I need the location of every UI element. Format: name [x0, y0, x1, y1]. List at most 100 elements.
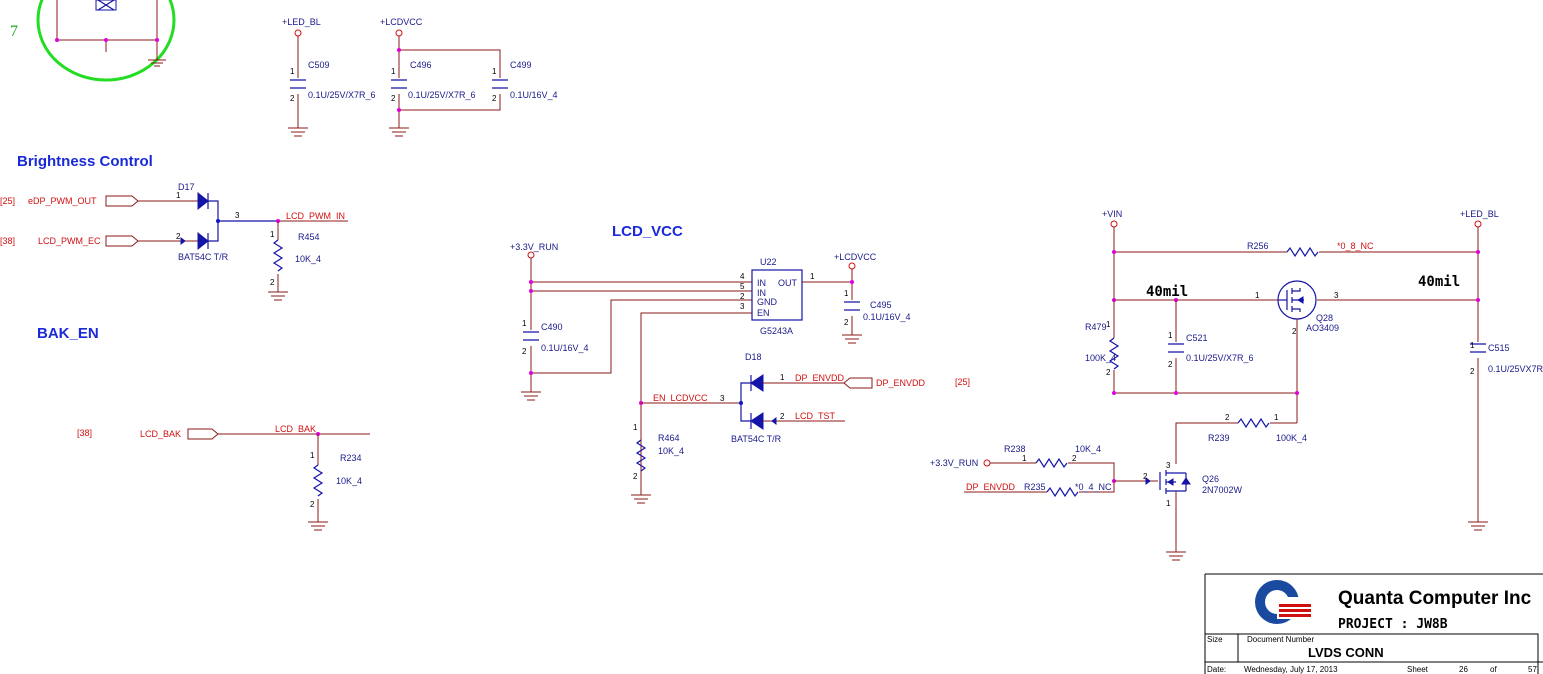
dp-envdd-port-label: DP_ENVDD: [876, 378, 926, 388]
svg-text:1: 1: [1168, 331, 1173, 340]
svg-text:1: 1: [844, 289, 849, 298]
lcd-vcc-header: LCD_VCC: [612, 223, 683, 240]
svg-text:2: 2: [1225, 413, 1230, 422]
edp-pwm-out-label: eDP_PWM_OUT: [28, 196, 97, 206]
svg-text:2: 2: [1072, 454, 1077, 463]
c515-value: 0.1U/25VX7R: [1488, 364, 1543, 374]
lcd-tst-net: LCD_TST: [795, 411, 836, 421]
svg-text:2: 2: [176, 232, 181, 241]
led-bl-right-label: +LED_BL: [1460, 209, 1499, 219]
r238-value: 10K_4: [1075, 444, 1101, 454]
lcdvcc-top-label: +LCDVCC: [380, 17, 423, 27]
svg-text:1: 1: [633, 423, 638, 432]
svg-text:2: 2: [492, 94, 497, 103]
lcd-bak-net: LCD_BAK: [275, 424, 316, 434]
lcd-pwm-ec-label: LCD_PWM_EC: [38, 236, 101, 246]
lcd-pwm-page-ref: [38]: [0, 236, 15, 246]
svg-text:1: 1: [1106, 320, 1111, 329]
lcd-pwm-in-net: LCD_PWM_IN: [286, 211, 345, 221]
svg-text:2: 2: [1168, 360, 1173, 369]
r464-value: 10K_4: [658, 446, 684, 456]
svg-text:2: 2: [1106, 368, 1111, 377]
v33-run-right-label: +3.3V_RUN: [930, 458, 978, 468]
svg-text:2: 2: [1470, 367, 1475, 376]
edp-page-ref: [25]: [0, 196, 15, 206]
c496-value: 0.1U/25V/X7R_6: [408, 90, 476, 100]
dp-envdd-q-net: DP_ENVDD: [966, 482, 1016, 492]
company-name: Quanta Computer Inc: [1338, 588, 1532, 609]
lcd-vcc-circuit: +3.3V_RUN 1 2 C490 0.1U/16V_4 U22 IN IN …: [510, 242, 970, 504]
c509-ref: C509: [308, 60, 330, 70]
svg-text:1: 1: [176, 191, 181, 200]
u22-part: G5243A: [760, 326, 793, 336]
v33-run-mid-label: +3.3V_RUN: [510, 242, 558, 252]
svg-text:2: 2: [740, 292, 745, 301]
r238-ref: R238: [1004, 444, 1026, 454]
svg-text:3: 3: [740, 302, 745, 311]
svg-text:4: 4: [740, 272, 745, 281]
c515-ref: C515: [1488, 343, 1510, 353]
size-label: Size: [1207, 635, 1223, 644]
of-label: of: [1490, 665, 1497, 674]
u22-pin-out: OUT: [778, 278, 798, 288]
c509-value: 0.1U/25V/X7R_6: [308, 90, 376, 100]
brightness-circuit: [25] eDP_PWM_OUT [38] LCD_PWM_EC D17 1 2…: [0, 182, 348, 301]
r239-ref: R239: [1208, 433, 1230, 443]
svg-text:2: 2: [633, 472, 638, 481]
svg-text:1: 1: [522, 319, 527, 328]
backlight-switch-circuit: +VIN +LED_BL R256 *0_8_NC 40mil 40mil 1 …: [930, 209, 1543, 561]
d17-diode-b: [197, 231, 209, 251]
connector-pins: [95, 0, 117, 11]
c499-ref: C499: [510, 60, 532, 70]
svg-text:1: 1: [290, 67, 295, 76]
dp-page-ref: [25]: [955, 377, 970, 387]
dp-envdd-port: [843, 377, 873, 389]
svg-text:2: 2: [290, 94, 295, 103]
u22-pin-in2: IN: [757, 288, 766, 298]
q28-part: AO3409: [1306, 323, 1339, 333]
svg-text:3: 3: [235, 211, 240, 220]
vin-label: +VIN: [1102, 209, 1122, 219]
margin-number: 7: [10, 23, 18, 40]
date-value: Wednesday, July 17, 2013: [1244, 665, 1338, 674]
svg-text:2: 2: [270, 278, 275, 287]
r234-ref: R234: [340, 453, 362, 463]
dp-envdd-net: DP_ENVDD: [795, 373, 845, 383]
edp-pwm-out-port: [105, 195, 139, 207]
u22-pin-en: EN: [757, 308, 770, 318]
bak-en-circuit: [38] LCD_BAK LCD_BAK 1 2 R234 10K_4: [77, 424, 370, 531]
d17-ref: D17: [178, 182, 195, 192]
sheet-label: Sheet: [1407, 665, 1429, 674]
r479-value: 100K_4: [1085, 353, 1116, 363]
r256-value: *0_8_NC: [1337, 241, 1374, 251]
u22-ref: U22: [760, 257, 777, 267]
project-name: PROJECT : JW8B: [1338, 617, 1448, 632]
svg-text:1: 1: [780, 373, 785, 382]
svg-text:2: 2: [522, 347, 527, 356]
doc-number-label: Document Number: [1247, 635, 1314, 644]
c496-ref: C496: [410, 60, 432, 70]
trace-width-right: 40mil: [1418, 274, 1460, 290]
r464-ref: R464: [658, 433, 680, 443]
d18-diode-b: [750, 412, 764, 430]
bak-en-header: BAK_EN: [37, 325, 99, 342]
lcd-bak-port-label: LCD_BAK: [140, 429, 181, 439]
c496-c499-group: +LCDVCC 1 2 1 2 C496 0.1U/25V/X7R_6 C499…: [380, 17, 558, 137]
r479-ref: R479: [1085, 322, 1107, 332]
svg-text:1: 1: [1470, 341, 1475, 350]
svg-text:1: 1: [310, 451, 315, 460]
svg-text:1: 1: [1274, 413, 1279, 422]
trace-width-left: 40mil: [1146, 284, 1188, 300]
svg-text:3: 3: [720, 394, 725, 403]
svg-text:2: 2: [780, 412, 785, 421]
d17-diode-a: [197, 191, 209, 211]
svg-text:1: 1: [492, 67, 497, 76]
r235-ref: R235: [1024, 482, 1046, 492]
brightness-control-header: Brightness Control: [17, 153, 153, 170]
d18-part: BAT54C T/R: [731, 434, 782, 444]
en-lcdvcc-net: EN_LCDVCC: [653, 393, 708, 403]
c490-value: 0.1U/16V_4: [541, 343, 589, 353]
svg-text:2: 2: [310, 500, 315, 509]
r235-value: *0_4_NC: [1075, 482, 1112, 492]
